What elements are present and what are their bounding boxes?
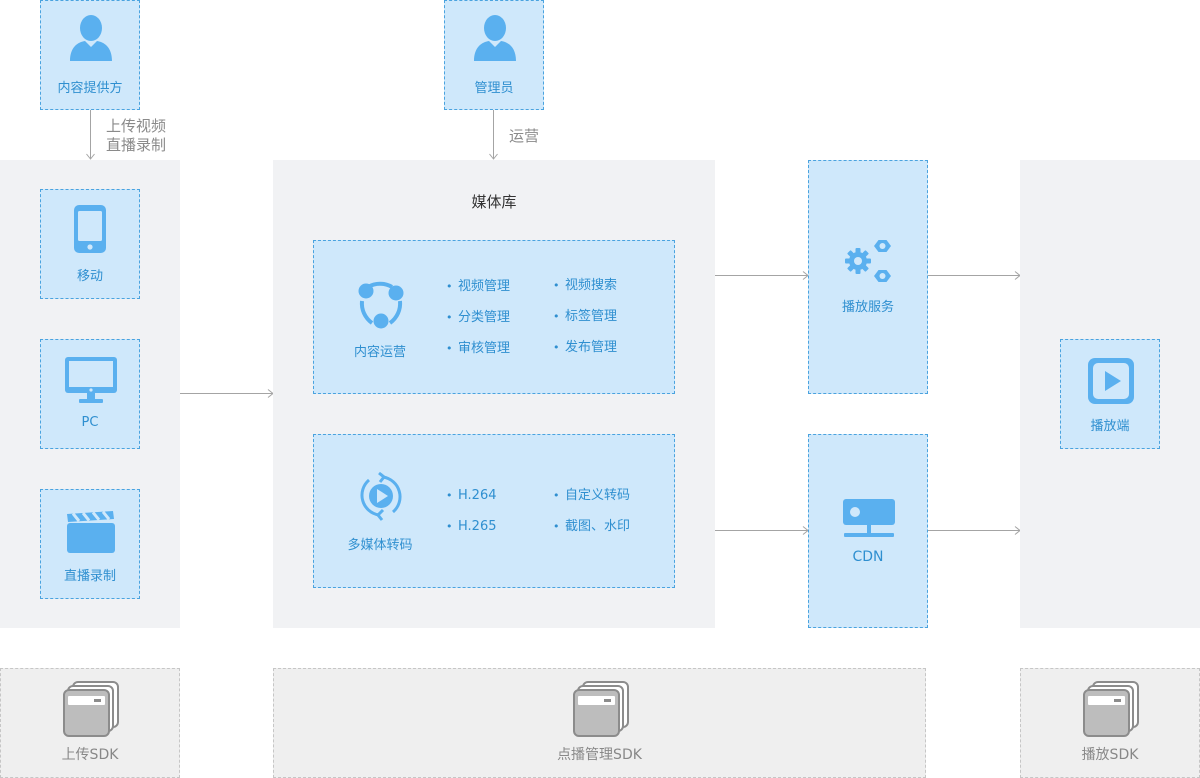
source-live-label: 直播录制 bbox=[63, 569, 116, 584]
operation-arrow bbox=[489, 110, 498, 160]
list-item: H.265 bbox=[446, 511, 497, 542]
list-item: 审核管理 bbox=[446, 333, 510, 364]
server-stack-icon bbox=[63, 681, 119, 737]
admin-label: 管理员 bbox=[474, 81, 514, 96]
list-item: 自定义转码 bbox=[553, 480, 630, 511]
transcode-list-2: 自定义转码 截图、水印 bbox=[553, 480, 630, 542]
source-live-box: 直播录制 bbox=[40, 489, 140, 599]
transcode-label: 多媒体转码 bbox=[347, 538, 413, 553]
source-mobile-label: 移动 bbox=[76, 269, 103, 284]
list-item: 发布管理 bbox=[553, 332, 617, 363]
list-item: H.264 bbox=[446, 480, 497, 511]
player-sdk-box: 播放SDK bbox=[1020, 668, 1200, 778]
source-mobile-box: 移动 bbox=[40, 189, 140, 299]
playback-to-player-arrow bbox=[928, 271, 1021, 280]
list-item: 标签管理 bbox=[553, 301, 617, 332]
operation-caption: 运营 bbox=[509, 127, 540, 145]
user-icon bbox=[474, 15, 516, 61]
source-pc-label: PC bbox=[81, 415, 99, 430]
upload-sdk-box: 上传SDK bbox=[0, 668, 180, 778]
monitor-icon bbox=[65, 357, 117, 403]
transcode-list-1: H.264 H.265 bbox=[446, 480, 497, 542]
cdn-label: CDN bbox=[852, 549, 884, 565]
content-ops-box: 内容运营 视频管理 分类管理 审核管理 视频搜索 标签管理 发布管理 bbox=[313, 240, 675, 394]
list-item: 视频管理 bbox=[446, 271, 510, 302]
list-item: 视频搜索 bbox=[553, 270, 617, 301]
mobile-phone-icon bbox=[74, 205, 106, 253]
admin-box: 管理员 bbox=[444, 0, 544, 110]
content-ops-label: 内容运营 bbox=[353, 345, 406, 360]
library-to-playback-arrow bbox=[715, 271, 809, 280]
user-icon bbox=[70, 15, 112, 61]
content-provider-label: 内容提供方 bbox=[57, 81, 123, 96]
player-label: 播放端 bbox=[1090, 419, 1130, 434]
content-ops-list-1: 视频管理 分类管理 审核管理 bbox=[446, 271, 510, 364]
server-stack-icon bbox=[1083, 681, 1139, 737]
library-to-cdn-arrow bbox=[715, 526, 809, 535]
player-box: 播放端 bbox=[1060, 339, 1160, 449]
cdn-to-player-arrow bbox=[928, 526, 1021, 535]
upload-arrow bbox=[86, 110, 95, 160]
list-item: 截图、水印 bbox=[553, 511, 630, 542]
source-to-library-arrow bbox=[180, 389, 274, 398]
upload-sdk-label: 上传SDK bbox=[61, 747, 119, 763]
media-library-title: 媒体库 bbox=[471, 193, 517, 211]
content-ops-list-2: 视频搜索 标签管理 发布管理 bbox=[553, 270, 617, 363]
transcode-box: 多媒体转码 H.264 H.265 自定义转码 截图、水印 bbox=[313, 434, 675, 588]
upload-caption-line1: 上传视频 bbox=[106, 117, 167, 135]
vod-management-sdk-label: 点播管理SDK bbox=[557, 747, 642, 763]
server-network-icon bbox=[843, 499, 895, 537]
player-sdk-label: 播放SDK bbox=[1081, 747, 1139, 763]
playback-service-label: 播放服务 bbox=[841, 300, 894, 315]
list-item: 分类管理 bbox=[446, 302, 510, 333]
content-provider-box: 内容提供方 bbox=[40, 0, 140, 110]
playback-service-box: 播放服务 bbox=[808, 160, 928, 394]
vod-management-sdk-box: 点播管理SDK bbox=[273, 668, 926, 778]
source-pc-box: PC bbox=[40, 339, 140, 449]
play-button-icon bbox=[1088, 358, 1134, 404]
gears-icon bbox=[845, 240, 891, 282]
play-refresh-icon bbox=[360, 471, 402, 521]
upload-caption-line2: 直播录制 bbox=[106, 136, 167, 154]
clapperboard-icon bbox=[67, 510, 115, 553]
share-cycle-icon bbox=[358, 281, 404, 329]
cdn-box: CDN bbox=[808, 434, 928, 628]
server-stack-icon bbox=[573, 681, 629, 737]
